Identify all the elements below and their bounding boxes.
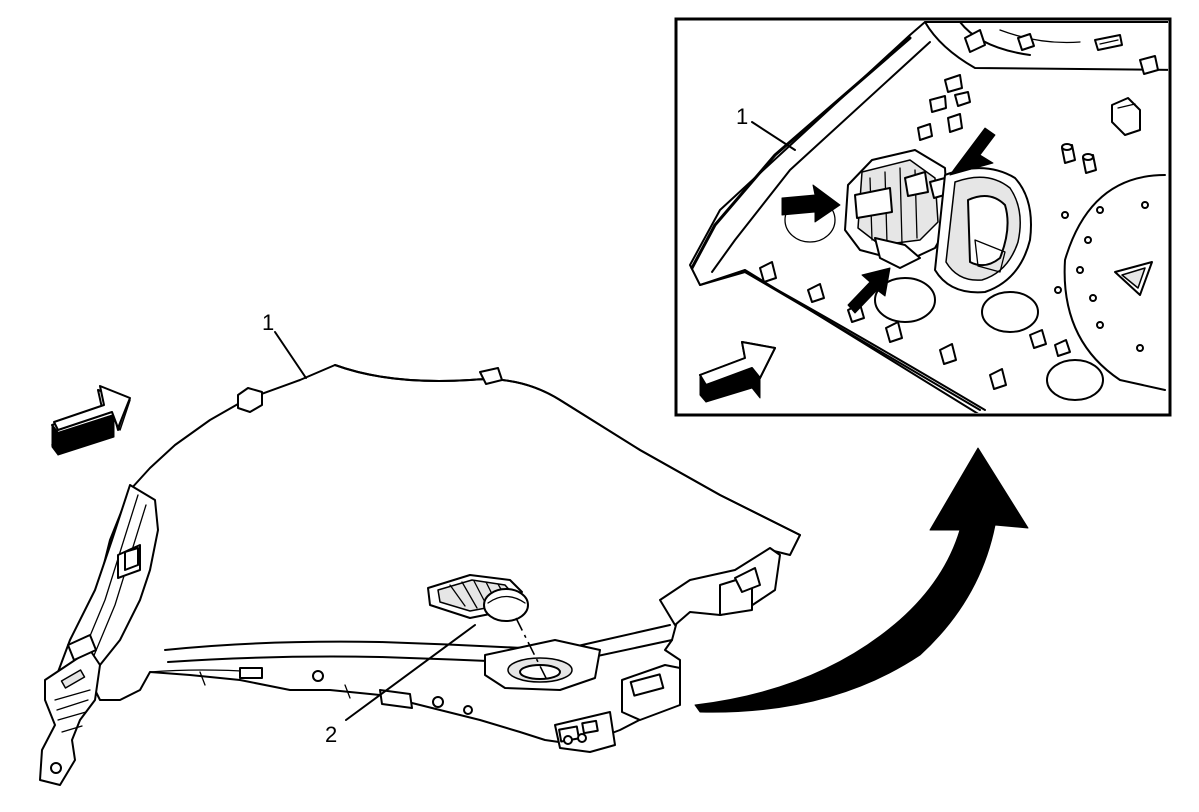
leader-line-2 [345, 624, 476, 721]
callout-1-detail: 1 [736, 104, 748, 129]
main-trim-panel [39, 331, 801, 786]
detail-air-vent [844, 149, 1032, 294]
callout-1-main: 1 [262, 310, 274, 335]
air-vent [427, 574, 529, 622]
callout-2-main: 2 [325, 722, 337, 747]
leader-line-1 [274, 331, 307, 379]
detail-view-curved-arrow-icon [694, 447, 1029, 713]
push-arrow-left-icon [781, 184, 841, 223]
panel-body [89, 364, 801, 746]
alignment-line [515, 617, 549, 683]
detail-inset [674, 17, 1172, 417]
push-arrow-top-icon [949, 127, 996, 176]
detail-leader-line-1 [751, 121, 796, 151]
inset-view-direction-arrow-icon [699, 341, 776, 403]
view-direction-arrow-icon [51, 385, 131, 456]
push-arrow-bottom-icon [847, 267, 891, 314]
